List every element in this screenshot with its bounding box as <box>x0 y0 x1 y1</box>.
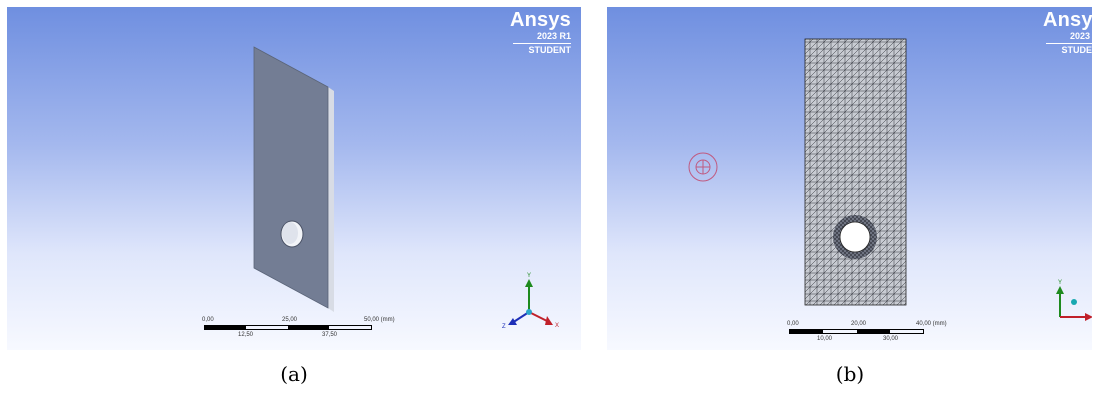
ansys-logo: Ansys 2023 R1 STUDENT <box>1043 9 1092 55</box>
viewport-a[interactable]: Ansys 2023 R1 STUDENT 0,00 25,00 50,00 (… <box>7 7 581 350</box>
mesh-plate <box>804 38 907 306</box>
caption-b: (b) <box>835 362 865 386</box>
viewport-b[interactable]: Ansys 2023 R1 STUDENT 0,00 20,00 <box>607 7 1092 350</box>
plate-model[interactable] <box>7 7 581 350</box>
rotation-center-icon[interactable] <box>688 152 718 182</box>
mesh-hole <box>839 221 871 253</box>
mesh-model[interactable] <box>607 7 1092 350</box>
ansys-logo: Ansys 2023 R1 STUDENT <box>509 9 571 55</box>
caption-a: (a) <box>280 362 308 386</box>
